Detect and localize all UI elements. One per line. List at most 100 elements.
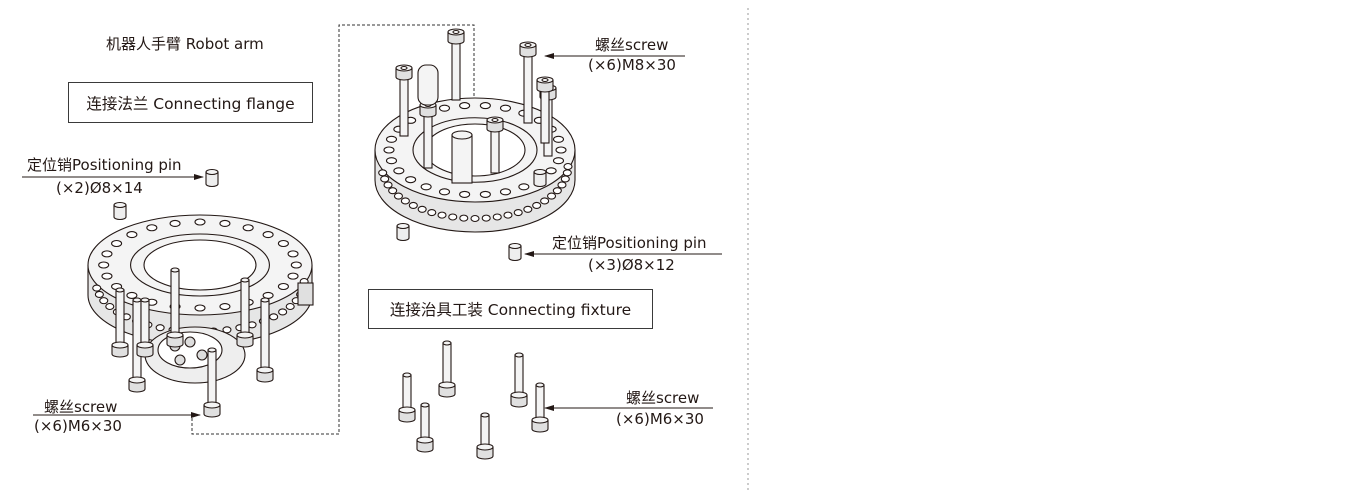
- screw-head-top: [136, 341, 154, 349]
- screw-m6x30: [166, 267, 184, 348]
- bolt-hole: [479, 102, 491, 110]
- screw-m6x30: [203, 347, 221, 418]
- screw-top-spec: (×6)M8×30: [588, 56, 676, 74]
- screw-tip: [170, 267, 180, 273]
- screw-tip: [260, 297, 270, 303]
- screw-shank: [140, 299, 150, 346]
- bolt-hole: [405, 176, 417, 184]
- screw-top-name: 螺丝screw: [595, 36, 669, 54]
- side-hole: [155, 324, 165, 332]
- side-hole: [400, 197, 410, 205]
- side-hole: [393, 192, 404, 200]
- side-hole: [437, 211, 447, 219]
- bolt-hole: [242, 224, 254, 232]
- positioning-pin: [113, 201, 127, 221]
- side-hole: [408, 201, 418, 209]
- bolt-hole: [101, 272, 113, 280]
- side-hole: [523, 205, 533, 213]
- bolt-hole: [518, 183, 530, 191]
- side-hole: [532, 201, 542, 209]
- robot-arm-label: 机器人手臂 Robot arm: [106, 35, 264, 53]
- screw-shank: [260, 299, 270, 371]
- side-hole: [481, 214, 491, 222]
- screw-m6x30: [236, 277, 254, 348]
- screw-shank: [132, 299, 142, 381]
- screw-m6x30: [398, 372, 416, 423]
- side-hole: [105, 302, 115, 311]
- pin-top: [508, 242, 522, 250]
- screw-shank: [423, 112, 433, 169]
- pin-top: [113, 201, 127, 209]
- screw-m6x30: [136, 297, 154, 358]
- screw-shank: [420, 404, 430, 441]
- bolt-hole: [385, 135, 398, 143]
- pin-top: [533, 168, 547, 176]
- screw-shank: [540, 87, 550, 144]
- hub-bolt: [184, 336, 196, 348]
- bolt-hole: [393, 167, 405, 175]
- screw-m8x30: [486, 116, 504, 174]
- screw-head-top: [398, 406, 416, 414]
- bolt-hole: [194, 304, 206, 312]
- screw-bottom-spec: (×6)M6×30: [616, 410, 704, 428]
- bolt-hole: [98, 261, 110, 269]
- screw-m6x30: [476, 412, 494, 460]
- side-hole: [94, 290, 104, 298]
- side-hole: [92, 284, 102, 292]
- pin-top: [396, 222, 410, 230]
- screw-tip: [442, 340, 452, 346]
- bolt-hole: [545, 167, 557, 175]
- bolt-hole: [277, 282, 289, 291]
- screw-tip: [207, 347, 217, 353]
- bolt-hole: [459, 102, 471, 110]
- bolt-hole: [438, 188, 451, 196]
- fixture-boss-top: [451, 130, 473, 140]
- positioning-pin: [508, 242, 522, 262]
- side-hole: [388, 187, 398, 195]
- screw-tip: [115, 287, 125, 293]
- pin-right-name: 定位销Positioning pin: [552, 234, 707, 252]
- side-hole: [503, 211, 513, 219]
- screw-m6x30: [111, 287, 129, 358]
- pin-body: [113, 205, 127, 221]
- side-hole: [492, 213, 502, 221]
- bolt-hole: [169, 219, 181, 228]
- flange-ring: [130, 233, 270, 297]
- positioning-pin: [396, 222, 410, 242]
- screw-shank: [170, 269, 180, 336]
- screw-shank: [523, 52, 533, 124]
- side-hole: [222, 326, 232, 334]
- connecting-fixture-label: 连接治具工装 Connecting fixture: [368, 289, 653, 329]
- bolt-hole: [219, 302, 231, 311]
- screw-shank: [442, 342, 452, 386]
- screw-head-top: [236, 331, 254, 339]
- positioning-pin: [533, 168, 547, 188]
- screw-shank: [451, 39, 461, 101]
- screw-left-name: 螺丝screw: [44, 398, 118, 416]
- screw-tip: [480, 412, 490, 418]
- hex-socket-icon: [524, 42, 532, 48]
- bolt-hole: [146, 224, 158, 232]
- alignment-dashed-outline: [191, 24, 475, 435]
- side-hole: [557, 181, 567, 189]
- screw-tip: [132, 297, 142, 303]
- screw-head-top: [166, 331, 184, 339]
- hex-socket-icon: [541, 77, 549, 83]
- side-hole: [513, 208, 523, 217]
- screw-tip: [402, 372, 412, 378]
- screw-m8x30: [519, 41, 537, 124]
- pin-body: [508, 246, 522, 262]
- bolt-hole: [277, 239, 289, 248]
- side-hole: [427, 208, 437, 217]
- side-hole: [278, 308, 288, 316]
- bolt-hole: [194, 218, 206, 226]
- pin-left-name: 定位销Positioning pin: [27, 156, 182, 174]
- flange-bore: [424, 123, 526, 177]
- bolt-hole: [479, 190, 491, 198]
- connecting-flange-part: [87, 214, 313, 346]
- pin-body: [533, 172, 547, 188]
- hub-bolt: [174, 354, 186, 366]
- screw-shank: [207, 349, 217, 406]
- side-hole: [470, 214, 480, 223]
- side-hole: [560, 175, 570, 183]
